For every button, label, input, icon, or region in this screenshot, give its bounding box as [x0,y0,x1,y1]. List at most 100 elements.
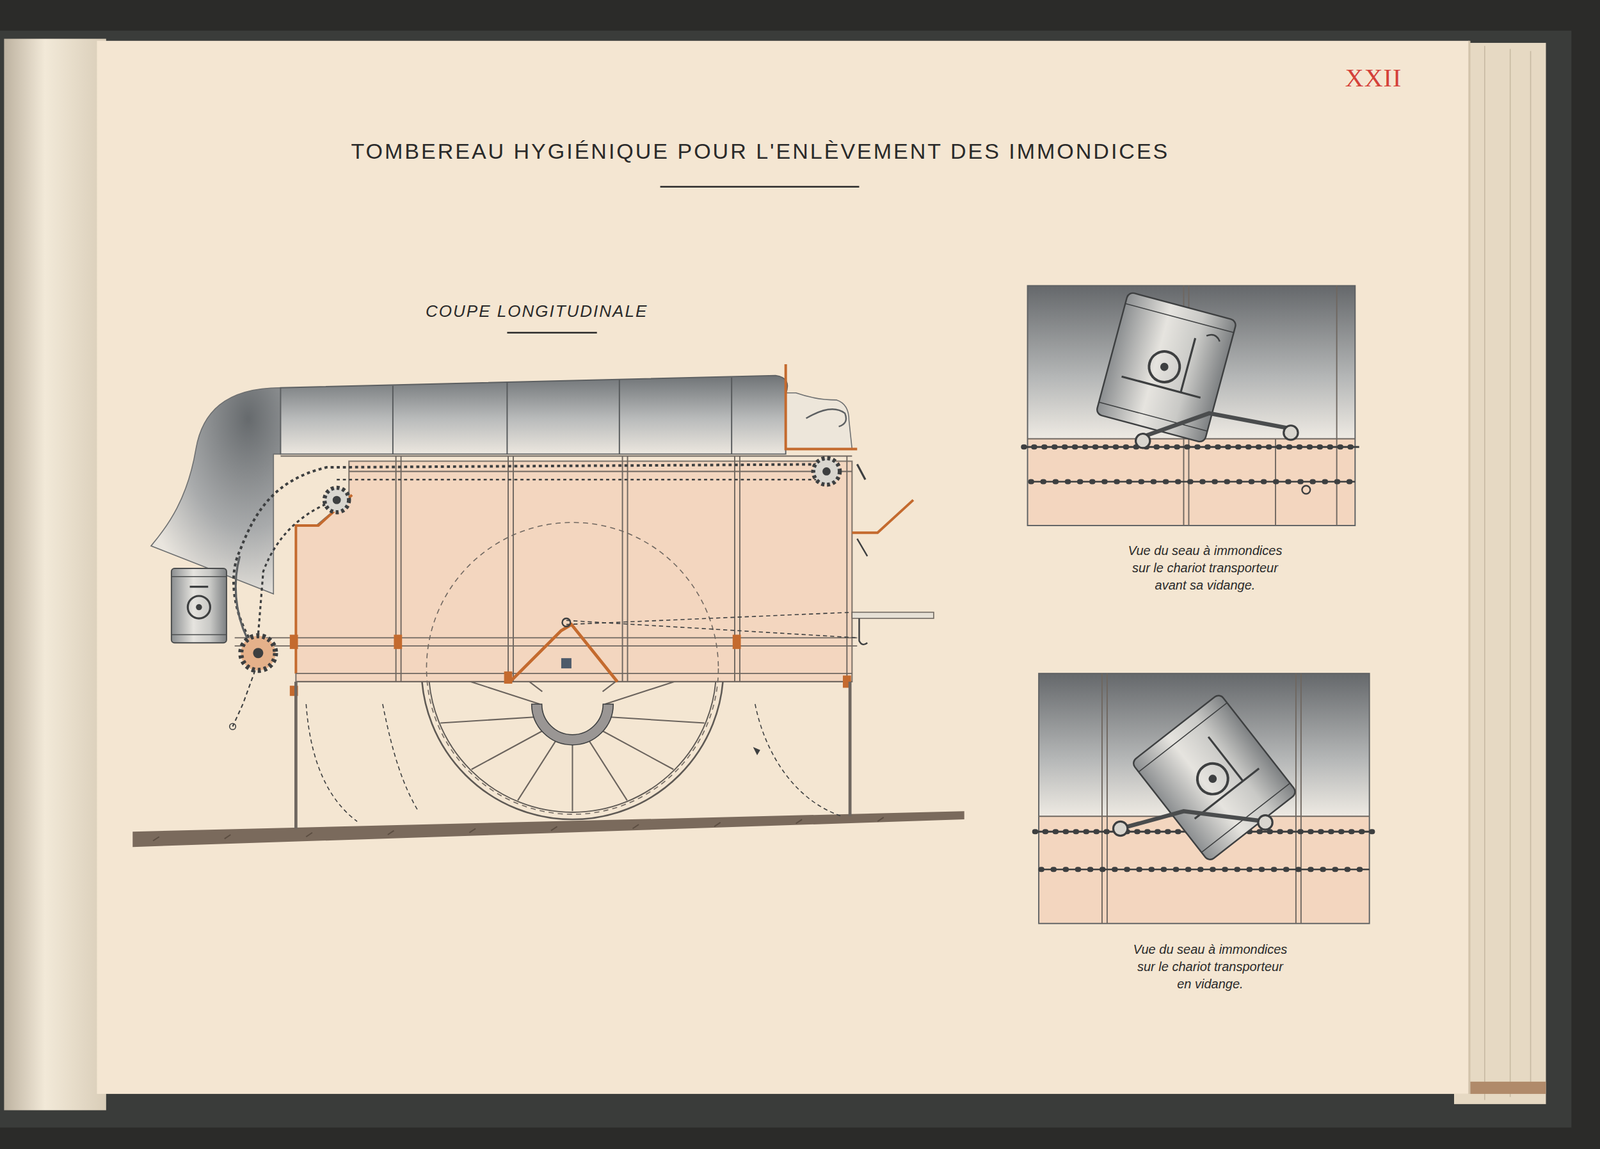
inset-view-part-part [1207,773,1219,785]
title-rule-part [506,331,597,334]
cart-part [382,704,419,811]
cart-part [289,634,852,697]
cart-part [171,568,227,643]
cart-part-part [429,681,715,811]
cart-part [257,499,337,635]
inset-view-part-part [1095,291,1238,443]
cart-part [822,467,831,476]
cart-part [234,456,858,682]
cart-part [813,458,840,485]
book-part [0,30,1572,1128]
cart-part-part-part [602,681,705,692]
title-rule-part [660,185,860,188]
section-heading: COUPE LONGITUDINALE [425,301,648,322]
inset-view-part [1027,438,1356,526]
inset-view-part [1095,291,1238,443]
book-part [1484,46,1486,1101]
inset-view-part [1038,673,1370,924]
inset-view-part [1120,810,1266,829]
inset-view-part-part [1159,361,1170,372]
inset-view-part [1023,444,1360,450]
inset-view-part-part [1180,337,1196,393]
cart-part [324,487,349,512]
cart-part [295,494,352,674]
cart-part-part [732,634,742,649]
cart-part [510,624,617,682]
figure-caption: Vue du seau à immondices sur le chariot … [1130,940,1291,993]
cart-part [195,604,203,611]
cart-part [294,681,298,829]
inset-view-part [1136,433,1151,448]
inset-view-part [1027,285,1356,526]
inset-view-part [1030,478,1355,484]
inset-view [1023,285,1360,526]
cart-part-part [622,456,624,682]
cart-part [856,538,868,557]
cart-part-part [531,704,614,745]
book-part [3,39,106,1111]
cart-part-part [280,455,852,457]
cart-part-part [428,681,717,813]
cart-part [235,556,248,639]
cart-part [295,461,852,682]
inset-view-part [1027,285,1356,526]
cart-part-part [421,681,724,820]
cart-part [332,496,342,505]
cart-part [233,464,827,653]
cart-part-part [392,385,394,455]
plate-title: TOMBEREAU HYGIÉNIQUE POUR L'ENLÈVEMENT D… [350,138,1170,164]
cart-part-part-part [440,681,543,692]
inset-view-part-part [1121,376,1201,398]
inset-view-part-part [1106,673,1108,924]
cart-part [187,595,210,619]
inset-view-part [1301,485,1311,495]
cart-part-part-part [517,734,560,800]
cart-part [562,618,571,627]
cart-part-part [289,634,299,649]
inset-view-part-part [1138,702,1227,772]
cart-part [151,387,281,594]
inset-view-part-part [1130,693,1298,863]
inset-view-part [1112,821,1128,836]
cart [151,364,934,829]
cart-part-part [846,456,848,682]
cart-part-part [506,382,508,455]
inset-view-part-part [1194,768,1260,820]
cart-part [336,478,827,480]
cart-part-part-part [604,681,715,704]
cart-part [851,611,934,619]
cart-part [753,746,761,756]
inset-view-part [1130,693,1298,863]
cart-part [566,611,852,624]
inset-view-part [1038,673,1370,924]
cart-part-part-part [429,681,540,704]
cart-part [785,392,853,450]
inset-view-part [1283,425,1298,440]
plate-number: XXII [1345,62,1402,93]
cart-part-part [234,636,858,639]
cart-part-part-part [584,734,628,800]
inset-view [1034,673,1374,924]
inset-view-part [1258,815,1273,830]
cart-part [229,723,237,730]
inset-view-part-part [1205,333,1221,342]
cart-part [280,375,788,455]
ground-part [132,810,964,847]
cart-part-part [348,471,852,473]
cart-part-part-part [471,727,550,770]
figure-caption: Vue du seau à immondices sur le chariot … [1125,542,1286,594]
inset-view-part-part [1125,303,1234,333]
cart-part-part-part [440,716,543,723]
inset-view-part [1143,413,1291,438]
cart-part [392,377,732,455]
cart-part [190,585,209,588]
cart-part [171,634,227,636]
cart-part [171,576,227,578]
ground [132,810,964,847]
cart-part [755,704,843,816]
inset-view-part-part [1336,285,1338,526]
cart-part-part [295,680,852,683]
